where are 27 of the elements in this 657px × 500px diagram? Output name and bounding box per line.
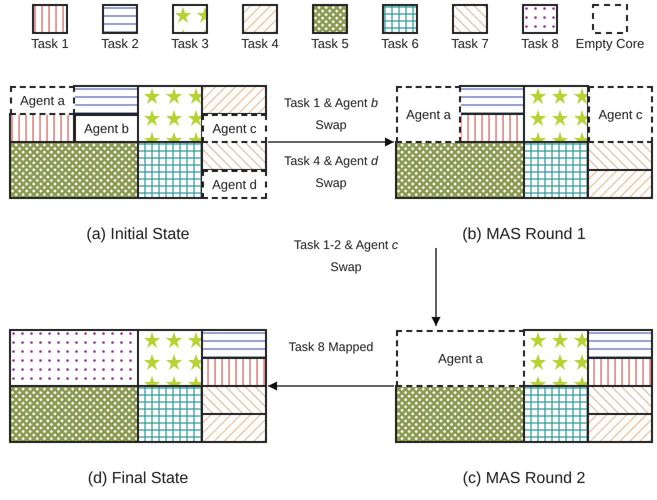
legend-label: Task 4 [240, 36, 280, 51]
empty-core-region [202, 114, 267, 143]
agent-label: Agent c [212, 121, 257, 136]
arrow [268, 381, 394, 391]
panel-caption: (c) MAS Round 2 [462, 470, 586, 488]
agent-label: Agent a [438, 351, 483, 366]
agent-label: Agent d [212, 177, 257, 192]
legend-label: Task 7 [450, 36, 490, 51]
agent-label: Agent a [20, 93, 65, 108]
agent-label: Agent b [84, 121, 129, 136]
empty-core-region [202, 170, 267, 199]
legend-label: Empty Core [574, 36, 646, 51]
arrow [268, 137, 394, 147]
legend-label: Task 1 [30, 36, 70, 51]
panel-caption: (b) MAS Round 1 [461, 226, 587, 244]
empty-core-region [396, 86, 461, 143]
legend-label: Task 2 [100, 36, 140, 51]
legend-label: Task 5 [310, 36, 350, 51]
panel-caption: (a) Initial State [85, 226, 191, 244]
agent-label: Agent c [598, 107, 643, 122]
legend-label: Task 8 [520, 36, 560, 51]
legend-label: Task 3 [170, 36, 210, 51]
legend-label: Task 6 [380, 36, 420, 51]
panel-caption: (d) Final State [86, 470, 190, 488]
agent-label: Agent a [406, 107, 451, 122]
agent-box [74, 114, 139, 143]
arrow [431, 248, 441, 326]
